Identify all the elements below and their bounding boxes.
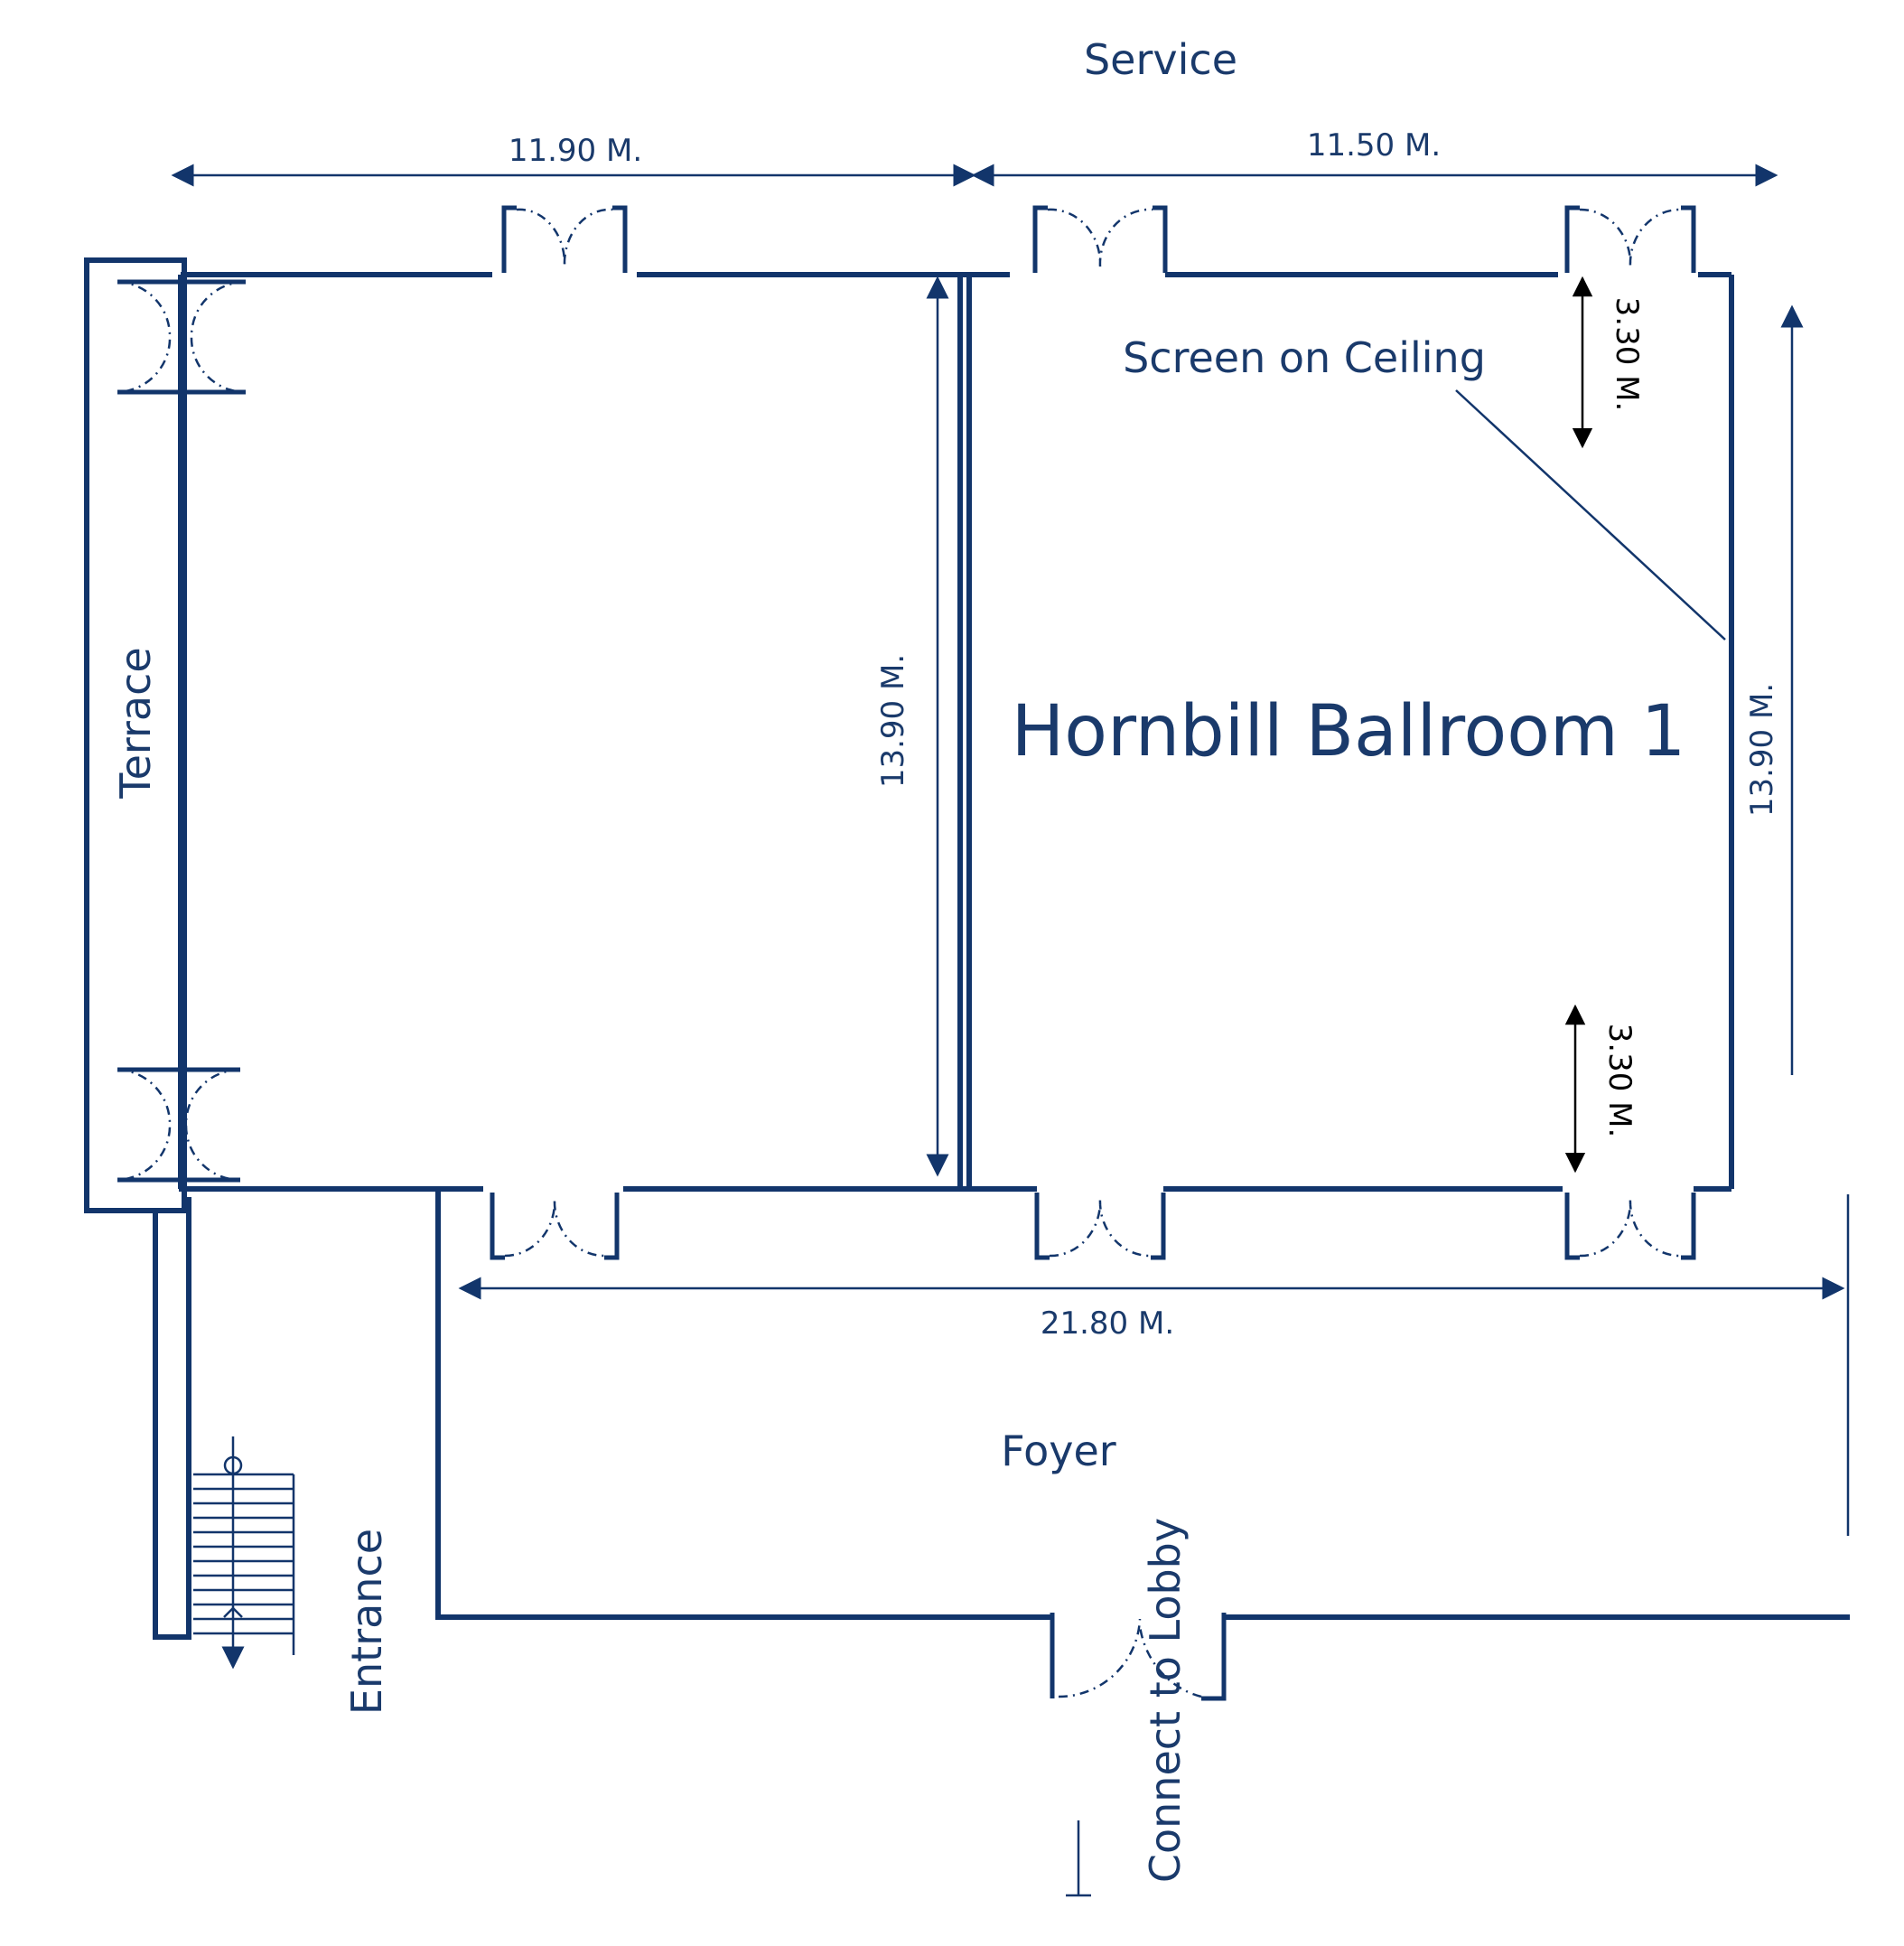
door-top-2[interactable] <box>1032 205 1168 273</box>
lobby-label: Connect to Lobby <box>1141 1518 1190 1883</box>
foyer-label: Foyer <box>1001 1427 1115 1475</box>
dim-top-left: 11.90 M. <box>509 133 642 169</box>
screen-label: Screen on Ceiling <box>1123 333 1486 382</box>
terrace-door-upper[interactable] <box>117 279 247 395</box>
dimension-lines <box>171 164 1845 1300</box>
entrance-label: Entrance <box>342 1529 391 1715</box>
door-bottom-3[interactable] <box>1564 1193 1696 1260</box>
door-top-1[interactable] <box>501 205 628 273</box>
walls <box>84 257 1850 1640</box>
door-bottom-2[interactable] <box>1034 1193 1166 1260</box>
terrace-box <box>84 257 187 1213</box>
dim-inner-height: 13.90 M. <box>875 654 911 788</box>
terrace-label: Terrace <box>111 647 160 799</box>
room-title: Hornbill Ballroom 1 <box>1012 691 1686 772</box>
door-top-3[interactable] <box>1564 205 1696 273</box>
dim-screen-top: 3.30 M. <box>1609 297 1645 412</box>
dim-top-right: 11.50 M. <box>1307 127 1441 164</box>
screen-leader-line <box>1455 389 1726 641</box>
dim-outer-height: 13.90 M. <box>1744 683 1780 817</box>
dim-bottom-width: 21.80 M. <box>1041 1305 1174 1342</box>
stairs <box>193 1436 295 1670</box>
door-bottom-1[interactable] <box>490 1193 620 1260</box>
lobby-door[interactable] <box>1050 1613 1227 1701</box>
lobby-marker <box>1066 1820 1091 1897</box>
service-label: Service <box>1084 35 1237 84</box>
terrace-door-lower[interactable] <box>117 1067 241 1183</box>
dim-screen-bottom: 3.30 M. <box>1601 1024 1638 1138</box>
